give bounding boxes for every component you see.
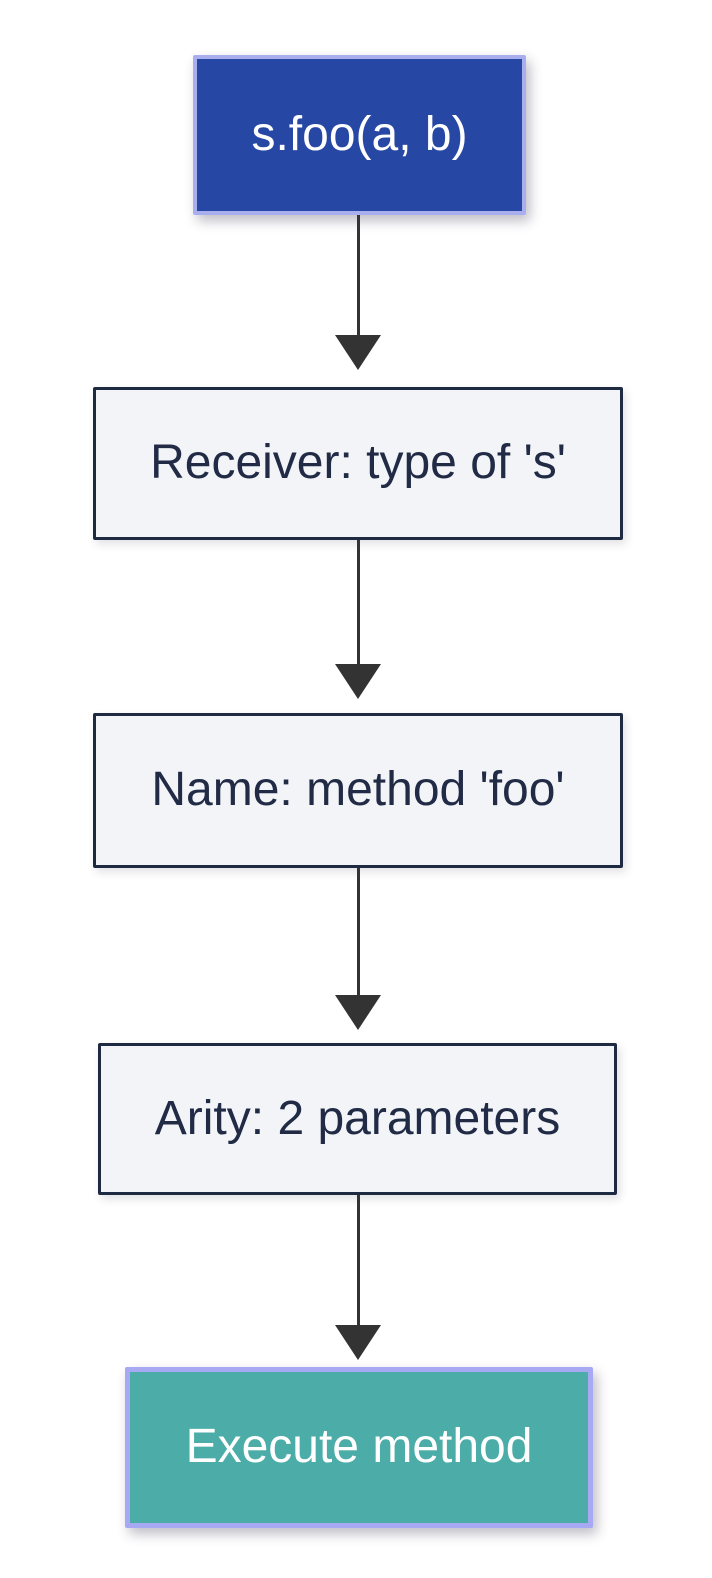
node-method-name: Name: method 'foo' <box>93 713 623 868</box>
node-arity-label: Arity: 2 parameters <box>154 1091 561 1145</box>
node-method-call: s.foo(a, b) <box>193 55 526 215</box>
node-receiver: Receiver: type of 's' <box>93 387 623 540</box>
edge-name-to-arity <box>335 868 381 1030</box>
arrow-down-icon <box>335 995 381 1030</box>
node-method-name-label: Name: method 'foo' <box>151 763 565 817</box>
arrow-down-icon <box>335 664 381 699</box>
node-execute-method: Execute method <box>125 1367 593 1528</box>
node-receiver-label: Receiver: type of 's' <box>150 436 566 490</box>
arrow-down-icon <box>335 1325 381 1360</box>
node-method-call-label: s.foo(a, b) <box>251 107 468 161</box>
edge-call-to-receiver <box>335 215 381 370</box>
edge-arity-to-execute <box>335 1195 381 1360</box>
node-execute-method-label: Execute method <box>185 1420 533 1474</box>
arrow-down-icon <box>335 335 381 370</box>
node-arity: Arity: 2 parameters <box>98 1043 617 1195</box>
arrow-shaft <box>356 868 360 995</box>
arrow-shaft <box>356 540 360 664</box>
edge-receiver-to-name <box>335 540 381 699</box>
arrow-shaft <box>356 1195 360 1325</box>
arrow-shaft <box>356 215 360 335</box>
